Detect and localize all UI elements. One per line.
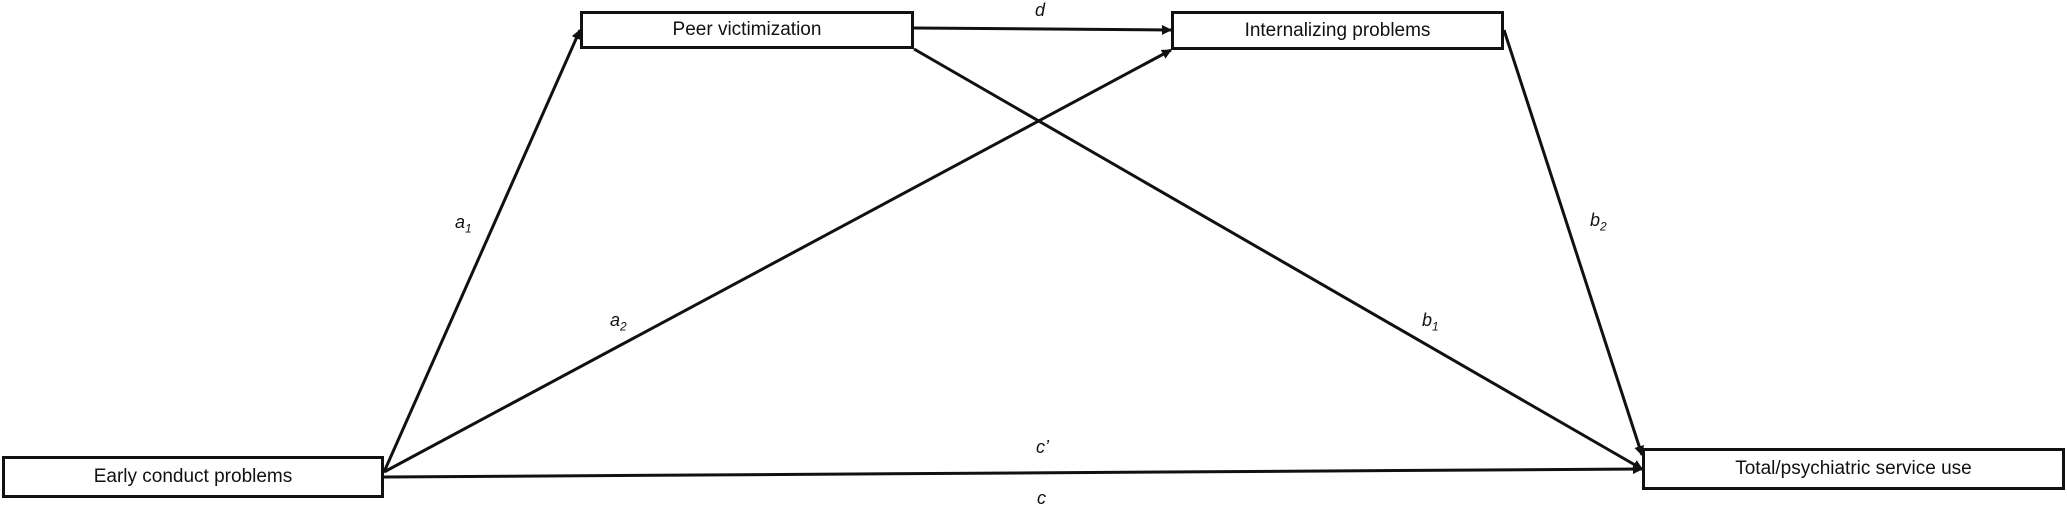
path-label-d: d bbox=[1035, 0, 1046, 20]
path-label-a2: a2 bbox=[610, 310, 627, 334]
path-label-c: c bbox=[1037, 488, 1046, 507]
arrow-a1 bbox=[382, 29, 582, 473]
node-label: Total/psychiatric service use bbox=[1735, 458, 1972, 479]
node-label: Peer victimization bbox=[672, 19, 822, 40]
node-label: Internalizing problems bbox=[1244, 19, 1431, 41]
node-internalizing-problems: Internalizing problems bbox=[1171, 11, 1504, 50]
arrow-b1 bbox=[913, 47, 1643, 471]
path-label-b1: b1 bbox=[1422, 310, 1439, 334]
node-early-conduct-problems: Early conduct problems bbox=[2, 456, 384, 498]
node-service-use: Total/psychiatric service use bbox=[1642, 448, 2065, 490]
path-label-a1: a1 bbox=[455, 212, 472, 236]
path-label-c-prime: c’ bbox=[1036, 437, 1049, 457]
arrow-d bbox=[913, 24, 1172, 35]
arrow-a2 bbox=[383, 48, 1172, 474]
path-label-b2: b2 bbox=[1590, 210, 1607, 234]
node-label: Early conduct problems bbox=[93, 466, 293, 487]
node-peer-victimization: Peer victimization bbox=[580, 11, 914, 49]
arrow-b2 bbox=[1502, 29, 1644, 456]
arrow-c bbox=[383, 464, 1643, 479]
